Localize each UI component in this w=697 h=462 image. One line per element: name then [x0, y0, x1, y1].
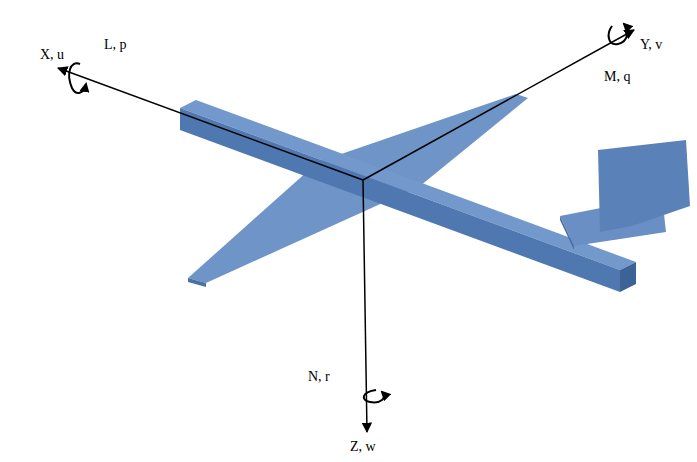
axis-label: N, r: [308, 370, 330, 384]
yaw-arrow: [364, 390, 384, 402]
axis-label: Z, w: [350, 440, 376, 454]
axis-label: L, p: [104, 38, 127, 52]
axis-label: Y, v: [640, 38, 662, 52]
axis-label: M, q: [604, 70, 630, 84]
body-axes: [58, 30, 634, 432]
pitch-arrow: [609, 24, 628, 44]
vertical-fin: [598, 140, 690, 232]
x-axis: [58, 68, 363, 180]
rotation-arrows: [69, 24, 627, 402]
axis-label: X, u: [40, 48, 64, 62]
roll-arrow: [69, 63, 86, 93]
y-axis: [363, 30, 634, 180]
fuselage: [180, 100, 636, 292]
